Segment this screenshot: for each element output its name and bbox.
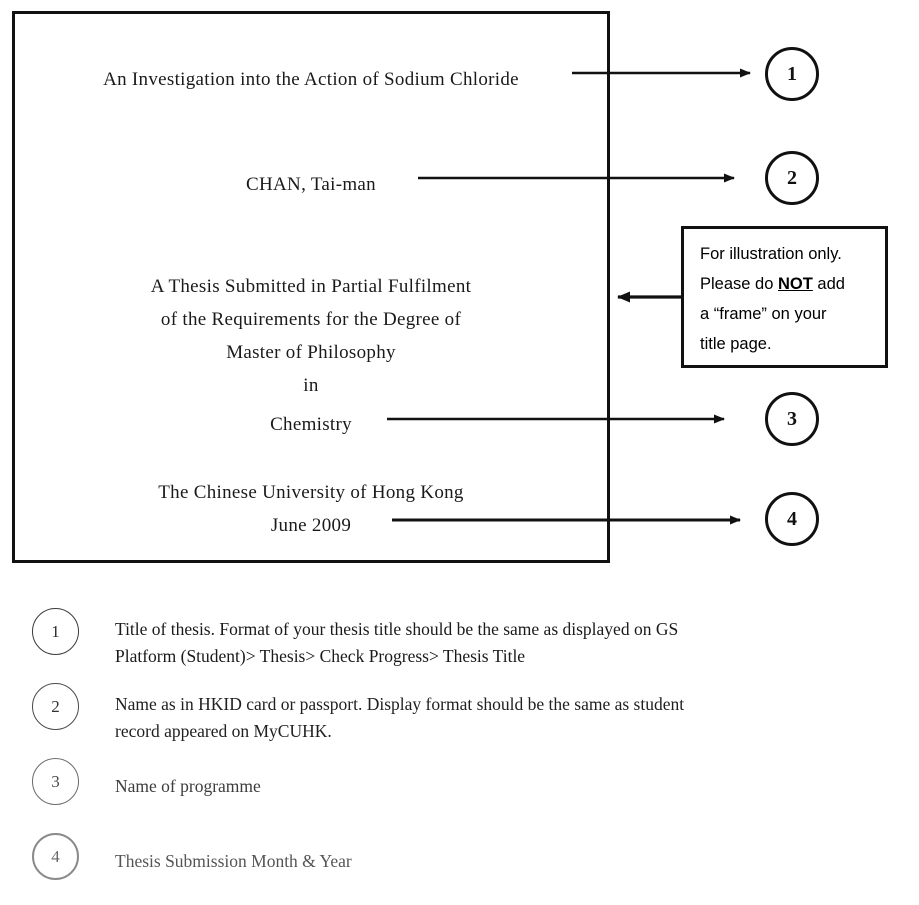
legend-text-2: Name as in HKID card or passport. Displa… bbox=[115, 691, 775, 745]
legend-text-4: Thesis Submission Month & Year bbox=[115, 848, 775, 875]
legend-circle-2: 2 bbox=[32, 683, 79, 730]
note-line-3: a “frame” on your bbox=[700, 305, 827, 323]
note-line-4: title page. bbox=[700, 335, 772, 353]
legend-text-1: Title of thesis. Format of your thesis t… bbox=[115, 616, 775, 670]
institution-name-text: The Chinese University of Hong Kong bbox=[158, 482, 464, 503]
marker-circle-2: 2 bbox=[765, 151, 819, 205]
note-line-2-prefix: Please do bbox=[700, 275, 778, 293]
author-name-text: CHAN, Tai-man bbox=[246, 174, 376, 195]
marker-circle-4: 4 bbox=[765, 492, 819, 546]
submission-statement-line-3: Master of Philosophy bbox=[226, 342, 396, 363]
submission-statement-line-1: A Thesis Submitted in Partial Fulfilment bbox=[150, 276, 472, 297]
marker-circle-4-label: 4 bbox=[787, 507, 797, 530]
legend-text-1-line-2: Platform (Student)> Thesis> Check Progre… bbox=[115, 646, 526, 666]
legend-circle-3-label: 3 bbox=[51, 771, 60, 791]
sample-title-page-frame: An Investigation into the Action of Sodi… bbox=[12, 11, 610, 563]
programme-name-text: Chemistry bbox=[270, 414, 352, 435]
legend-text-2-line-1: Name as in HKID card or passport. Displa… bbox=[115, 694, 685, 714]
submission-statement-line-2: of the Requirements for the Degree of bbox=[160, 309, 462, 330]
note-line-2-suffix: add bbox=[812, 275, 845, 293]
legend-circle-1: 1 bbox=[32, 608, 79, 655]
marker-circle-1-label: 1 bbox=[787, 62, 797, 85]
marker-circle-1: 1 bbox=[765, 47, 819, 101]
legend-text-2-line-2: record appeared on MyCUHK. bbox=[115, 721, 332, 741]
marker-circle-2-label: 2 bbox=[787, 166, 797, 189]
note-line-2-emphasis: NOT bbox=[777, 275, 813, 293]
legend-text-3: Name of programme bbox=[115, 773, 775, 800]
thesis-title-text: An Investigation into the Action of Sodi… bbox=[103, 69, 519, 90]
marker-circle-3-label: 3 bbox=[787, 407, 797, 430]
legend-text-1-line-1: Title of thesis. Format of your thesis t… bbox=[115, 619, 679, 639]
illustration-note-box: For illustration only. Please do NOT add… bbox=[681, 226, 888, 368]
submission-date-text: June 2009 bbox=[270, 515, 352, 536]
legend-circle-2-label: 2 bbox=[51, 696, 60, 716]
legend-circle-4: 4 bbox=[32, 833, 79, 880]
marker-circle-3: 3 bbox=[765, 392, 819, 446]
legend-circle-3: 3 bbox=[32, 758, 79, 805]
legend-circle-1-label: 1 bbox=[51, 621, 60, 641]
legend-text-4-line-1: Thesis Submission Month & Year bbox=[115, 851, 352, 871]
legend-circle-4-label: 4 bbox=[51, 846, 60, 866]
legend-text-3-line-1: Name of programme bbox=[115, 776, 261, 796]
note-line-2: Please do NOT add bbox=[700, 269, 885, 299]
note-line-1: For illustration only. bbox=[700, 245, 842, 263]
submission-statement-line-4: in bbox=[303, 375, 319, 396]
